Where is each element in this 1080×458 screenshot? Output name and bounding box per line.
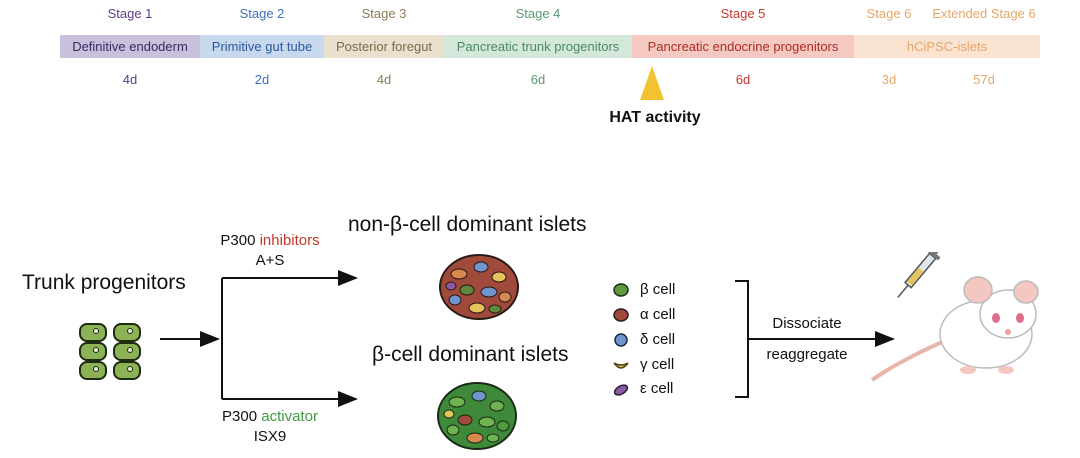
stage-1-label: Stage 1 (107, 6, 153, 21)
extended-stage-6-label: Extended Stage 6 (932, 6, 1036, 21)
legend-gamma-label: γ cell (640, 356, 675, 373)
inhibitors-label: inhibitors (259, 232, 320, 249)
duration-stage-1: 4d (122, 72, 138, 87)
hat-activity-marker-icon (640, 66, 664, 100)
dissociate-label: Dissociate (772, 315, 842, 332)
alpha-cell-icon (613, 307, 629, 322)
duration-stage-6: 3d (881, 72, 897, 87)
duration-stage-5: 6d (735, 72, 751, 87)
duration-stage-3: 4d (376, 72, 392, 87)
band-definitive-endoderm: Definitive endoderm (60, 35, 200, 58)
trunk-progenitors-label: Trunk progenitors (22, 271, 186, 294)
legend-beta-cell: β cell (612, 281, 675, 298)
legend-epsilon-label: ε cell (640, 380, 674, 397)
stage-5-label: Stage 5 (720, 6, 766, 21)
legend-epsilon-cell: ε cell (612, 380, 673, 397)
duration-extended-stage-6: 57d (973, 72, 995, 87)
duration-stage-4: 6d (530, 72, 546, 87)
legend-gamma-cell: γ cell (612, 356, 674, 373)
legend-alpha-cell: α cell (612, 306, 675, 323)
legend-beta-label: β cell (640, 281, 676, 298)
reaggregate-label: reaggregate (766, 346, 848, 363)
band-pancreatic-trunk-progenitors: Pancreatic trunk progenitors (444, 35, 632, 58)
stage-6-label: Stage 6 (866, 6, 912, 21)
beta-cell-islet-icon (437, 382, 517, 450)
gamma-cell-icon (613, 361, 629, 369)
bottom-compounds-label: ISX9 (253, 428, 287, 445)
non-beta-islets-title: non-β-cell dominant islets (348, 213, 587, 236)
non-beta-cell-islet-icon (439, 254, 519, 320)
legend-delta-cell: δ cell (612, 331, 675, 348)
bottom-treatment-prefix: P300 (222, 408, 258, 425)
legend-delta-label: δ cell (640, 331, 676, 348)
band-hcipsc-islets: hCiPSC-islets (854, 35, 1040, 58)
mouse-transplant-icon (870, 252, 1039, 382)
beta-islets-title: β-cell dominant islets (372, 343, 569, 366)
band-posterior-foregut: Posterior foregut (324, 35, 444, 58)
delta-cell-icon (614, 332, 628, 347)
top-compounds-label: A+S (255, 252, 285, 269)
stage-4-label: Stage 4 (515, 6, 561, 21)
top-treatment-prefix: P300 (220, 232, 256, 249)
stage-2-label: Stage 2 (239, 6, 285, 21)
trunk-progenitor-cells-icon (79, 323, 141, 380)
activator-label: activator (261, 408, 318, 425)
beta-cell-icon (613, 282, 629, 297)
bottom-treatment-label: P300 activator (200, 408, 340, 425)
stage-3-label: Stage 3 (361, 6, 407, 21)
band-primitive-gut-tube: Primitive gut tube (200, 35, 324, 58)
band-pancreatic-endocrine-progenitors: Pancreatic endocrine progenitors (632, 35, 854, 58)
hat-activity-label: HAT activity (609, 109, 701, 126)
legend-alpha-label: α cell (640, 306, 676, 323)
top-treatment-label: P300 inhibitors (200, 232, 340, 249)
duration-stage-2: 2d (254, 72, 270, 87)
epsilon-cell-icon (613, 383, 629, 396)
